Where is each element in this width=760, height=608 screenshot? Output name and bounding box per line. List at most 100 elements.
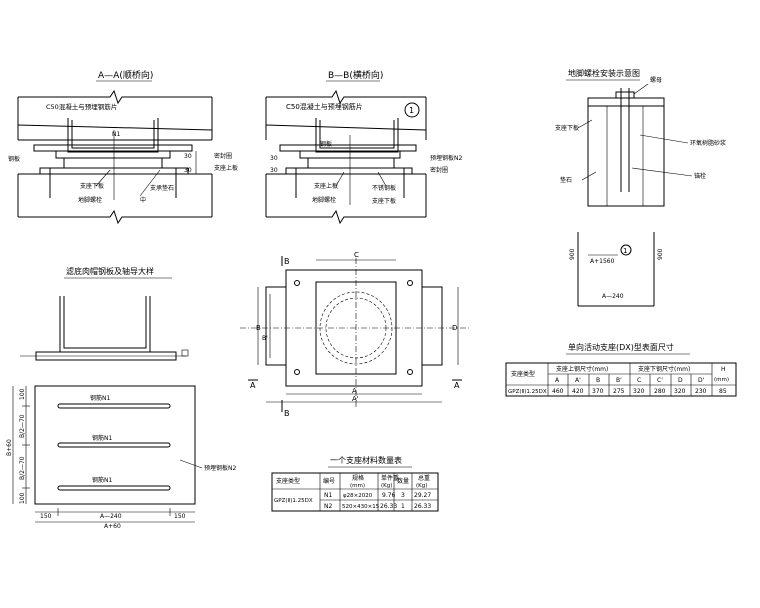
svg-text:370: 370 <box>592 388 604 395</box>
svg-text:30: 30 <box>184 167 192 174</box>
svg-text:N1: N1 <box>112 131 120 138</box>
rebar-detail-title: 滤底肉帽钢板及轴导大样 <box>66 266 154 276</box>
svg-text:150: 150 <box>40 513 52 520</box>
anchor-small: 1 A+1560 900 900 A—240 <box>569 232 664 307</box>
svg-text:规格: 规格 <box>352 474 364 482</box>
anchor-install: 地脚螺栓安装示意图 螺母 支座下板 环氧树脂砂浆 垫石 锚栓 <box>555 68 726 207</box>
svg-text:D: D <box>452 324 457 332</box>
svg-text:总重: 总重 <box>418 474 430 482</box>
rebar-plan: 钢筋N1 钢筋N1 钢筋N1 预埋钢板N2 100 B/2—70 B/2—70 … <box>6 385 236 530</box>
svg-text:A—240: A—240 <box>602 293 624 300</box>
svg-text:280: 280 <box>654 388 666 395</box>
svg-text:26.33: 26.33 <box>380 503 397 510</box>
svg-text:520×430×15: 520×430×15 <box>342 504 380 510</box>
svg-text:C: C <box>354 251 359 259</box>
svg-text:支座类型: 支座类型 <box>276 477 300 485</box>
svg-text:1: 1 <box>401 503 405 510</box>
svg-text:垫石: 垫石 <box>560 176 572 184</box>
svg-text:B: B <box>284 409 290 418</box>
svg-text:地脚螺栓: 地脚螺栓 <box>312 196 336 204</box>
svg-text:B: B <box>256 324 261 332</box>
svg-text:A: A <box>555 377 560 384</box>
svg-text:B+60: B+60 <box>6 439 13 456</box>
svg-text:275: 275 <box>613 388 625 395</box>
plan-view: B B A A C A A' B B' D <box>240 251 470 418</box>
svg-text:30: 30 <box>270 167 278 174</box>
svg-text:地脚螺栓: 地脚螺栓 <box>78 196 102 204</box>
svg-text:B: B <box>596 377 600 384</box>
svg-text:1: 1 <box>409 106 414 115</box>
svg-text:C50混凝土与预埋钢筋片: C50混凝土与预埋钢筋片 <box>286 102 363 111</box>
svg-text:B: B <box>284 257 290 266</box>
list-table: 一个支座材料数量表 支座类型 编号 规格 (mm) 单件重 (Kg) 数量 总重… <box>271 455 439 512</box>
svg-text:B': B' <box>262 335 268 342</box>
svg-text:30: 30 <box>270 155 278 162</box>
svg-text:(Kg): (Kg) <box>416 483 427 489</box>
single-table-title: 单向活动支座(DX)型表面尺寸 <box>568 342 674 352</box>
svg-text:A: A <box>454 381 460 390</box>
svg-text:钢板: 钢板 <box>320 140 332 148</box>
svg-text:支座下板: 支座下板 <box>555 124 579 132</box>
svg-text:100: 100 <box>19 388 26 400</box>
svg-text:N2: N2 <box>324 503 332 510</box>
svg-text:C50混凝土与预埋钢筋片: C50混凝土与预埋钢筋片 <box>46 102 117 111</box>
section-bb: B—B(横桥向) 1 C50混凝土与预埋钢筋片 钢板 预埋钢板N2 密封圈 支座… <box>265 69 462 225</box>
svg-text:(Kg): (Kg) <box>381 483 392 489</box>
svg-text:26.33: 26.33 <box>414 503 431 510</box>
rebar-detail: 滤底肉帽钢板及轴导大样 <box>20 266 189 361</box>
svg-text:1: 1 <box>623 247 627 255</box>
svg-text:420: 420 <box>572 388 584 395</box>
svg-text:85: 85 <box>719 388 727 395</box>
svg-text:900: 900 <box>657 248 664 260</box>
svg-text:钢板: 钢板 <box>8 155 20 163</box>
svg-text:29.27: 29.27 <box>414 492 431 499</box>
svg-text:30: 30 <box>184 153 192 160</box>
svg-text:钢筋N1: 钢筋N1 <box>92 476 112 484</box>
svg-text:不锈钢板: 不锈钢板 <box>372 184 396 192</box>
svg-text:100: 100 <box>19 492 26 504</box>
svg-text:单件重: 单件重 <box>381 474 399 482</box>
anchor-title: 地脚螺栓安装示意图 <box>568 68 640 78</box>
svg-text:A': A' <box>352 395 359 403</box>
svg-text:数量: 数量 <box>397 477 409 485</box>
svg-text:A+1560: A+1560 <box>590 258 615 265</box>
svg-text:B/2—70: B/2—70 <box>19 456 26 480</box>
svg-text:A—240: A—240 <box>100 513 122 520</box>
svg-text:150: 150 <box>174 513 186 520</box>
svg-text:A+60: A+60 <box>104 523 121 530</box>
svg-text:预埋钢板N2: 预埋钢板N2 <box>204 464 236 472</box>
svg-text:螺母: 螺母 <box>650 76 662 84</box>
list-table-title: 一个支座材料数量表 <box>330 455 402 465</box>
svg-text:密封圈: 密封圈 <box>214 152 232 160</box>
svg-text:支座下钢尺寸(mm): 支座下钢尺寸(mm) <box>638 365 690 373</box>
svg-text:支座下板: 支座下板 <box>372 197 396 205</box>
svg-text:460: 460 <box>552 388 564 395</box>
svg-text:900: 900 <box>569 248 576 260</box>
svg-text:C: C <box>637 377 641 384</box>
svg-text:B/2—70: B/2—70 <box>19 414 26 438</box>
svg-text:GPZ(Ⅱ)1.25DX: GPZ(Ⅱ)1.25DX <box>508 389 547 395</box>
svg-text:9.76: 9.76 <box>382 492 396 499</box>
section-bb-title: B—B(横桥向) <box>328 69 383 81</box>
svg-text:预埋钢板N2: 预埋钢板N2 <box>430 154 462 162</box>
svg-text:支座上板: 支座上板 <box>214 164 238 172</box>
svg-text:(mm): (mm) <box>350 483 365 489</box>
single-table: 单向活动支座(DX)型表面尺寸 支座类型 支座上钢尺寸(mm) 支座下钢尺寸(m… <box>505 342 737 397</box>
svg-text:A: A <box>250 381 256 390</box>
svg-text:A': A' <box>575 377 581 384</box>
svg-text:密封圈: 密封圈 <box>430 166 448 174</box>
section-aa: A—A(顺桥向) 30 30 C50混凝土与预埋钢筋片 N1 <box>8 69 238 225</box>
svg-text:中: 中 <box>140 196 146 204</box>
svg-text:B': B' <box>616 377 622 384</box>
svg-text:C': C' <box>657 377 663 384</box>
svg-text:支座上钢尺寸(mm): 支座上钢尺寸(mm) <box>556 365 608 373</box>
svg-text:支座类型: 支座类型 <box>511 370 535 378</box>
svg-text:320: 320 <box>633 388 645 395</box>
svg-text:H: H <box>721 366 726 373</box>
svg-text:锚栓: 锚栓 <box>694 172 706 180</box>
svg-text:钢筋N1: 钢筋N1 <box>90 394 110 402</box>
svg-text:320: 320 <box>674 388 686 395</box>
svg-text:(mm): (mm) <box>714 377 729 383</box>
svg-text:支承垫石: 支承垫石 <box>150 184 174 192</box>
